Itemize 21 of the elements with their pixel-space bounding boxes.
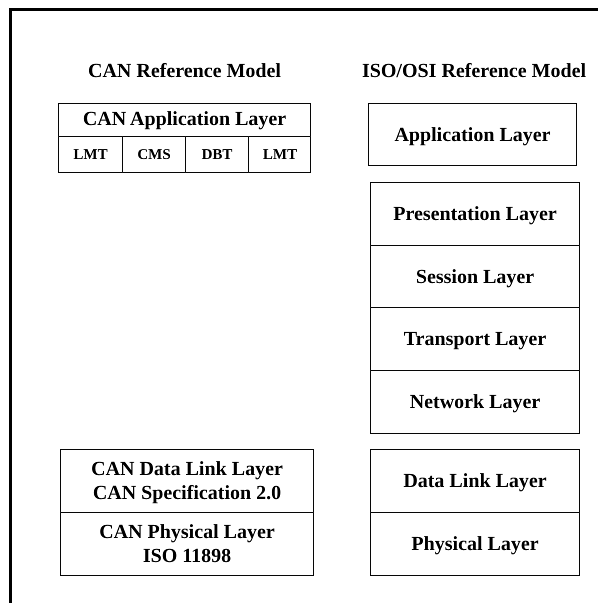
layer-box: Application Layer [368, 103, 577, 166]
layer-text: CAN Physical Layer [99, 520, 275, 544]
layer-box: Presentation Layer [370, 182, 580, 246]
layer-text: ISO 11898 [142, 544, 232, 568]
layer-box: Transport Layer [370, 307, 580, 371]
protocol-cell: DBT [185, 136, 248, 173]
layer-box [60, 449, 314, 513]
layer-box [60, 512, 314, 576]
layer-title: CAN Application Layer [82, 107, 286, 131]
layer-box [58, 103, 311, 173]
model-heading: CAN Reference Model [87, 60, 282, 83]
layer-box: Session Layer [370, 245, 580, 308]
layer-box: Data Link Layer [370, 449, 580, 513]
layer-text: CAN Specification 2.0 [92, 481, 282, 505]
protocol-cell: LMT [248, 136, 311, 173]
layer-box: Physical Layer [370, 512, 580, 576]
protocol-cell: CMS [122, 136, 185, 173]
model-heading: ISO/OSI Reference Model [360, 60, 588, 83]
protocol-cell: LMT [59, 136, 122, 173]
layer-box: Network Layer [370, 370, 580, 434]
layer-text: CAN Data Link Layer [91, 457, 283, 481]
